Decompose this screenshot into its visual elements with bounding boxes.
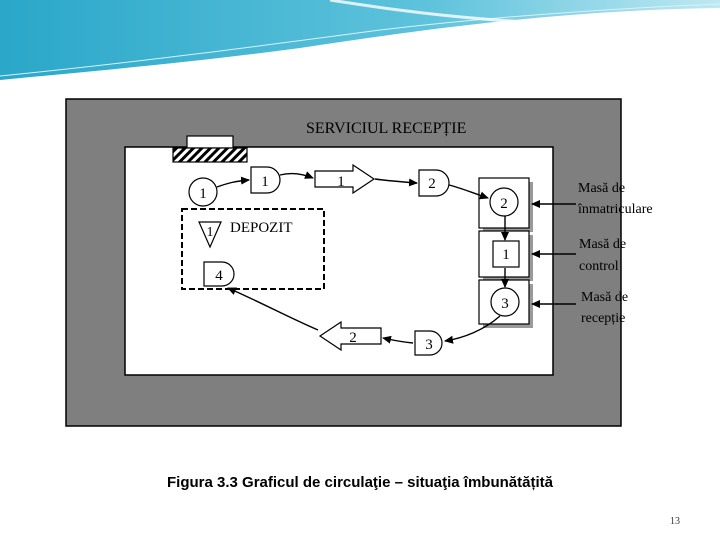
flow-arrow-4 [448, 184, 489, 200]
operation-node-1-label: 1 [261, 174, 269, 190]
storage-node-1 [188, 177, 218, 207]
flow-arrow-7 [444, 315, 501, 344]
desk-control-label-1: Masă de [579, 237, 626, 252]
figure-caption: Figura 3.3 Graficul de circulaţie – situ… [167, 474, 553, 491]
desk-registration-label-2: înmatriculare [577, 202, 653, 217]
entrance-hatched-wall [172, 147, 248, 163]
desk-control-1-node [492, 240, 520, 268]
flow-arrow-9 [227, 287, 319, 331]
flow-arrow-3 [374, 178, 418, 187]
transport-node-2-label: 2 [349, 330, 357, 346]
desk-control-1-label: 1 [502, 247, 510, 263]
entrance-top [186, 135, 234, 149]
desk-op-3-label: 3 [501, 296, 509, 312]
transport-node-1-label: 1 [337, 174, 345, 190]
desk-reception-label-2: recepție [581, 311, 625, 326]
operation-node-2 [418, 169, 450, 197]
depot-storage-triangle [198, 221, 222, 249]
operation-node-1 [250, 166, 281, 194]
desk-op-2-node [489, 187, 519, 217]
desk-reception-label-1: Masă de [581, 290, 628, 305]
depot-box [181, 208, 325, 290]
operation-node-3 [414, 330, 443, 356]
operation-node-4-label: 4 [215, 268, 223, 284]
desk-op-2-label: 2 [500, 196, 508, 212]
header-swoosh-decoration [0, 0, 720, 83]
transport-node-2 [318, 320, 382, 352]
flow-arrow-1 [216, 176, 250, 188]
depot-label: DEPOZIT [230, 220, 293, 236]
diagram-title: SERVICIUL RECEPȚIE [306, 120, 466, 137]
storage-node-1-label: 1 [199, 186, 207, 202]
operation-node-2-label: 2 [428, 176, 436, 192]
transport-node-1 [314, 163, 376, 195]
flow-arrow-2 [279, 171, 314, 179]
desk-control-label-2: control [579, 259, 619, 274]
operation-node-3-label: 3 [425, 337, 433, 353]
page-number: 13 [670, 516, 680, 527]
depot-storage-label: 1 [207, 225, 214, 240]
flow-arrow-8 [382, 335, 414, 344]
desk-op-3-node [490, 287, 520, 317]
operation-node-4 [203, 261, 235, 287]
desk-registration-label-1: Masă de [578, 181, 625, 196]
